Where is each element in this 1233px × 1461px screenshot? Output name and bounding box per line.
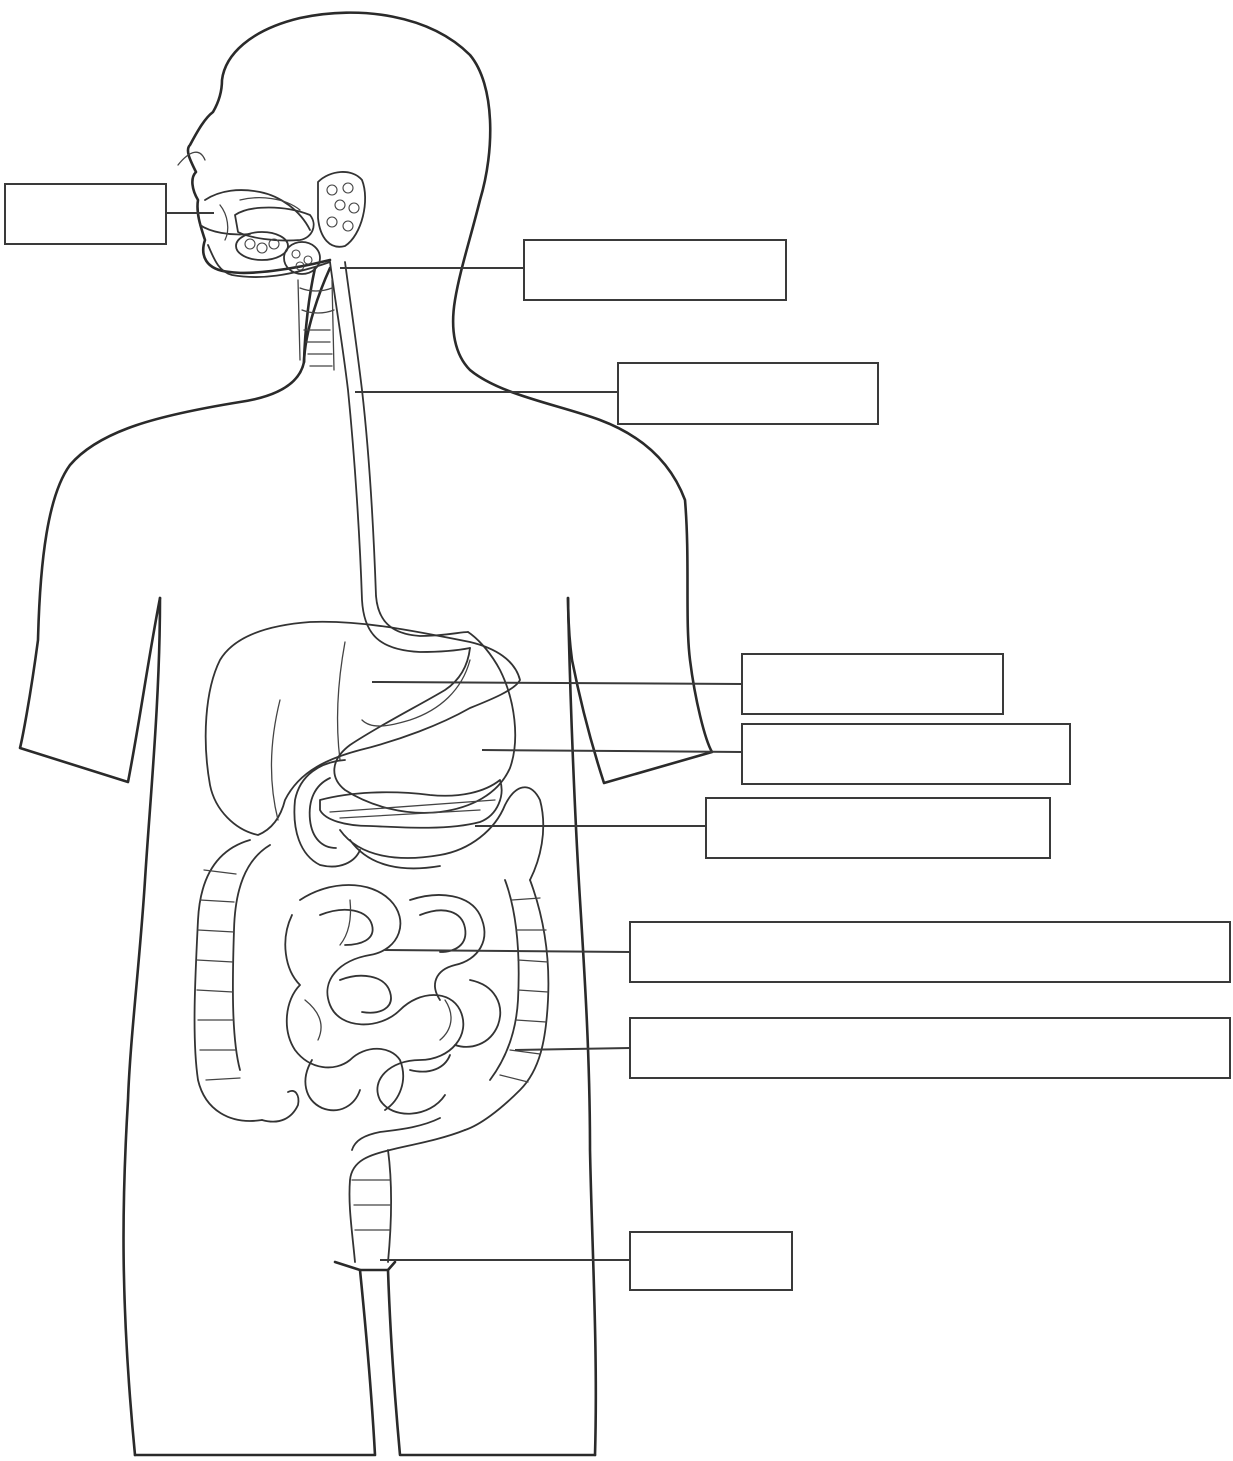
- label-box-esophagus[interactable]: [618, 363, 878, 424]
- leader-large-intestine: [515, 1048, 630, 1050]
- label-box-pharynx[interactable]: [524, 240, 786, 300]
- leader-liver: [372, 682, 742, 684]
- stomach: [334, 632, 515, 813]
- label-boxes: [5, 184, 1230, 1290]
- label-box-liver[interactable]: [742, 654, 1003, 714]
- small-intestine: [285, 885, 500, 1114]
- pharynx-esophagus: [298, 262, 470, 652]
- leader-small-intestine: [385, 950, 630, 952]
- label-box-large-intestine[interactable]: [630, 1018, 1230, 1078]
- leader-stomach: [482, 750, 742, 752]
- salivary-glands: [236, 172, 365, 274]
- label-box-anus[interactable]: [630, 1232, 792, 1290]
- label-box-pancreas[interactable]: [706, 798, 1050, 858]
- pancreas: [320, 780, 502, 828]
- label-box-stomach[interactable]: [742, 724, 1070, 784]
- label-box-mouth[interactable]: [5, 184, 166, 244]
- label-box-small-intestine[interactable]: [630, 922, 1230, 982]
